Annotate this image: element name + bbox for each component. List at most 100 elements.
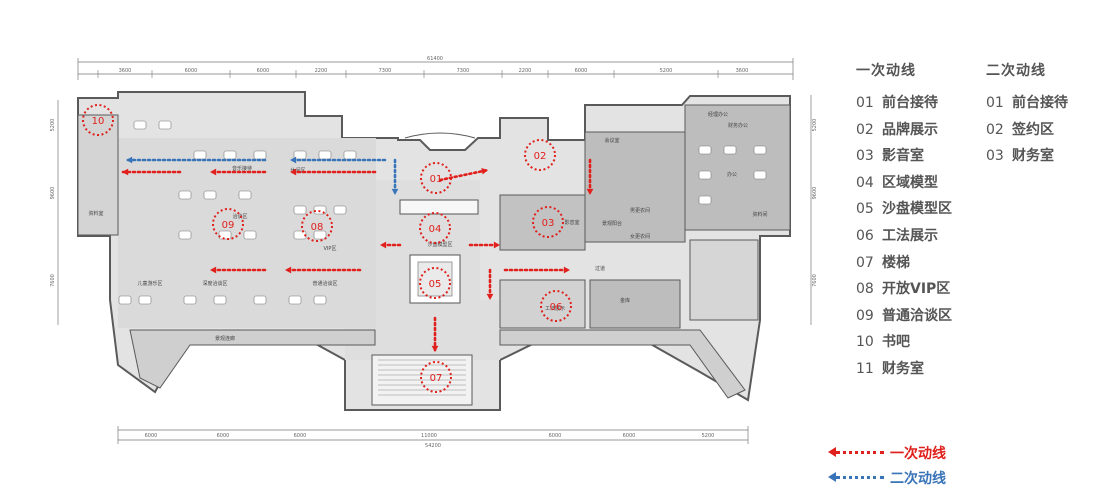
room-label: 资料间: [752, 211, 767, 218]
legend-primary-item: 03 影音室: [856, 143, 952, 170]
dashed-circle-icon: [420, 361, 452, 393]
room-label: 影音室: [564, 219, 579, 226]
seat: [138, 295, 152, 305]
zone-marker-label: 10: [92, 116, 105, 127]
dimension-side-left: 9600: [50, 187, 56, 200]
dimension-side-right: 7600: [812, 274, 818, 287]
arrow-head-icon: [481, 167, 488, 175]
room-label: 普通洽谈区: [312, 280, 337, 287]
dimension-segment-top: 3600: [736, 68, 749, 74]
seat: [723, 145, 737, 155]
seat: [213, 295, 227, 305]
room-label: 深度洽谈区: [202, 280, 227, 287]
zone-marker-label: 04: [429, 224, 442, 235]
seat: [223, 150, 237, 160]
zone-marker-label: 09: [222, 220, 235, 231]
legend-primary-item-label: 前台接待: [882, 95, 938, 111]
arrow-head-icon: [380, 241, 387, 249]
zone-marker: 09: [212, 208, 244, 240]
legend-primary-item-label: 财务室: [882, 360, 924, 377]
route-legend-secondary-label: 二次动线: [890, 471, 946, 487]
room-label: 办公: [727, 171, 737, 178]
arrow-head-icon: [290, 168, 297, 176]
room-label: 资料室: [88, 210, 103, 217]
legend-primary-item-number: 10: [856, 334, 874, 351]
dimension-segment-bottom: 6000: [549, 433, 562, 439]
flow-routes: [120, 156, 594, 354]
dimension-segment-top: 5200: [660, 68, 673, 74]
legend-secondary-item-label: 前台接待: [1012, 95, 1068, 111]
arrow-head-icon: [126, 156, 133, 164]
seat: [313, 205, 327, 215]
room-label: 会议室: [604, 137, 619, 144]
legend-primary-item-label: 楼梯: [882, 254, 910, 271]
room-label: 财务办公: [728, 122, 748, 129]
dashed-circle-icon: [532, 206, 564, 238]
arrow-head-icon: [290, 156, 297, 164]
zone-marker-label: 02: [534, 151, 547, 162]
route-legend-secondary: 二次动线: [828, 468, 946, 488]
legend-primary-item-label: 开放VIP区: [882, 281, 951, 298]
seat: [698, 195, 712, 205]
legend-primary-item-label: 影音室: [882, 148, 924, 165]
room-label: 工法展示: [545, 305, 565, 312]
dimension-segment-bottom: 6000: [217, 433, 230, 439]
legend-primary-item-number: 07: [856, 254, 874, 271]
legend-primary-item-number: 04: [856, 174, 874, 191]
room-label: 女更衣间: [630, 233, 650, 240]
legend-secondary-item-label: 签约区: [1012, 121, 1054, 138]
room-label: 景观连廊: [215, 335, 235, 342]
dashed-circle-icon: [82, 104, 114, 136]
zone-marker-label: 05: [429, 279, 442, 290]
arrow-left-icon: [828, 447, 836, 457]
dimension-total-bottom: 54200: [425, 443, 441, 449]
arrow-head-icon: [486, 293, 494, 300]
dimension-segment-bottom: 5200: [702, 433, 715, 439]
room-label: VIP区: [324, 246, 337, 252]
legend-primary-item-number: 06: [856, 227, 874, 244]
zone-marker: 02: [524, 139, 556, 171]
dimension-segment-top: 3600: [119, 68, 132, 74]
dashed-circle-icon: [540, 290, 572, 322]
legend-primary-item-number: 02: [856, 121, 874, 138]
zone-marker-label: 07: [430, 373, 443, 384]
route-legend-primary-label: 一次动线: [890, 446, 946, 462]
seat: [253, 295, 267, 305]
legend-primary-item-number: 03: [856, 148, 874, 165]
seat: [288, 295, 302, 305]
arrow-head-icon: [563, 266, 570, 274]
legend-primary-item-number: 05: [856, 201, 874, 218]
dimension-segment-bottom: 6000: [145, 433, 158, 439]
dimension-lines: [57, 58, 812, 444]
zone-marker-label: 03: [542, 218, 555, 229]
arrow-left-icon: [828, 472, 836, 482]
dimension-segment-bottom: 6000: [294, 433, 307, 439]
arrow-head-icon: [122, 168, 129, 176]
room-label: 休闲区: [290, 167, 305, 174]
room-label: 男更衣间: [630, 207, 650, 214]
seat: [313, 230, 327, 240]
dimension-segment-top: 7300: [379, 68, 392, 74]
dimension-segment-top: 6000: [575, 68, 588, 74]
furniture: [118, 120, 767, 305]
room-label: 过道: [595, 265, 605, 272]
seat: [253, 150, 267, 160]
zone-marker-label: 06: [550, 302, 563, 313]
seat: [178, 190, 192, 200]
zone-marker: 10: [82, 104, 114, 136]
seat: [118, 295, 132, 305]
route-legend-primary: 一次动线: [828, 443, 946, 463]
dotted-line-red: [836, 450, 884, 454]
seat: [243, 230, 257, 240]
zone-marker: 08: [301, 210, 333, 242]
